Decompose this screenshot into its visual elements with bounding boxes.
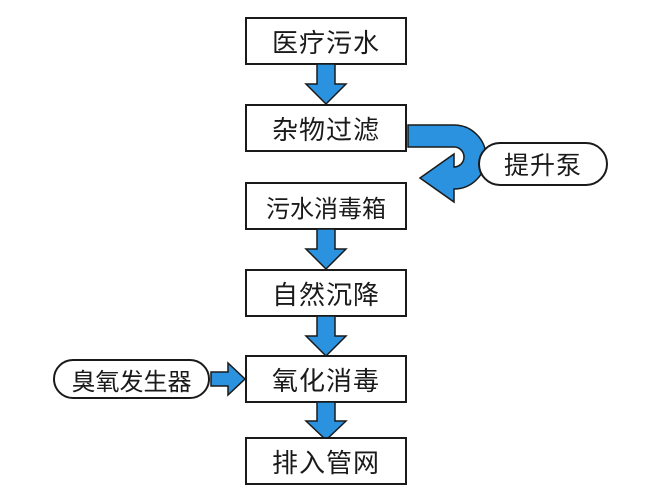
node-lift-pump[interactable]: 提升泵 [478, 142, 608, 186]
node-oxidation-disinfection[interactable]: 氧化消毒 [245, 355, 407, 403]
node-ozone-generator[interactable]: 臭氧发生器 [53, 359, 210, 399]
arrow-down-n4-n5 [304, 315, 348, 358]
node-discharge-to-pipe-network[interactable]: 排入管网 [245, 437, 407, 485]
node-natural-settling[interactable]: 自然沉降 [245, 269, 407, 317]
arrow-down-n5-n6 [304, 401, 348, 442]
node-debris-filter[interactable]: 杂物过滤 [245, 104, 407, 152]
arrow-right-ozone-to-oxidation [210, 361, 247, 397]
arrow-down-n1-n2 [304, 63, 348, 106]
node-wastewater-disinfection-tank[interactable]: 污水消毒箱 [245, 182, 407, 230]
arrow-uturn-pump-to-disinfection-tank [407, 124, 487, 204]
node-medical-wastewater[interactable]: 医疗污水 [245, 17, 407, 65]
arrow-down-n3-n4 [304, 228, 348, 271]
